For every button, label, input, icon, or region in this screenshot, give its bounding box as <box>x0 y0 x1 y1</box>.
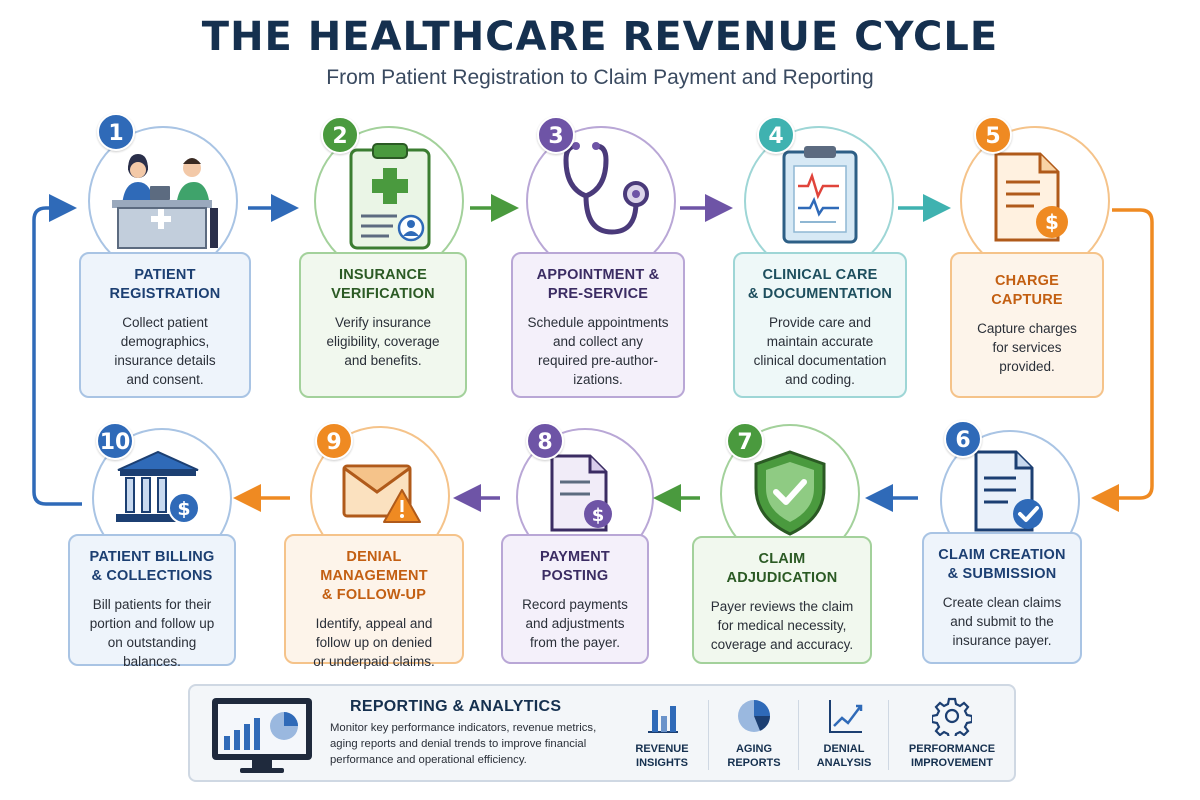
envelope-warning-icon <box>342 464 421 523</box>
reporting-title: REPORTING & ANALYTICS <box>350 698 562 715</box>
arrow-10-to-1 <box>32 194 82 506</box>
reporting-analytics-panel: REPORTING & ANALYTICS Monitor key perfor… <box>188 684 1016 782</box>
step-9-description: Identify, appeal and follow up on denied… <box>313 616 435 669</box>
svg-text:$: $ <box>592 505 605 526</box>
monitor-dashboard-icon <box>212 698 312 773</box>
step-5-title: CHARGE CAPTURE <box>991 273 1063 308</box>
bar-chart-icon <box>648 706 678 733</box>
step-10-title: PATIENT BILLING & COLLECTIONS <box>89 549 215 584</box>
step-5-number-badge: 5 <box>974 116 1012 154</box>
step-3-number-badge: 3 <box>537 116 575 154</box>
patient-registration-icon <box>112 154 218 249</box>
kpi-label: PERFORMANCE IMPROVEMENT <box>908 743 996 769</box>
kpi-performance-improvement: PERFORMANCE IMPROVEMENT <box>892 696 1012 776</box>
step-2-description: Verify insurance eligibility, coverage a… <box>326 315 440 368</box>
step-3-title: APPOINTMENT & PRE-SERVICE <box>536 267 660 302</box>
step-6-title: CLAIM CREATION & SUBMISSION <box>938 547 1066 582</box>
svg-text:$: $ <box>1045 210 1059 234</box>
line-chart-icon <box>829 700 863 733</box>
step-7-title: CLAIM ADJUDICATION <box>726 551 838 586</box>
step-1-number-badge: 1 <box>97 113 135 151</box>
reporting-description: Monitor key performance indicators, reve… <box>330 722 597 766</box>
step-4-description: Provide care and maintain accurate clini… <box>753 315 887 387</box>
clipboard-insurance-icon <box>349 143 431 250</box>
step-5-description: Capture charges for services provided. <box>977 321 1077 374</box>
step-1-title: PATIENT REGISTRATION <box>109 267 221 302</box>
step-8-description: Record payments and adjustments from the… <box>522 597 628 650</box>
arrow-5-to-6 <box>1091 208 1154 512</box>
shield-check-icon <box>754 450 826 536</box>
kpi-denial-analysis: DENIAL ANALYSIS <box>802 696 886 776</box>
kpi-divider <box>708 700 709 770</box>
step-6-number-badge: 6 <box>944 420 982 458</box>
document-dollar-icon: $ <box>550 454 612 532</box>
step-5-card: CHARGE CAPTURE Capture charges for servi… <box>950 252 1104 398</box>
step-3-description: Schedule appointments and collect any re… <box>527 315 669 387</box>
kpi-divider <box>798 700 799 770</box>
document-dollar-icon: $ <box>994 152 1068 242</box>
step-8-number-badge: 8 <box>526 422 564 460</box>
kpi-label: DENIAL ANALYSIS <box>816 743 872 769</box>
step-4-card: CLINICAL CARE & DOCUMENTATION Provide ca… <box>733 252 907 398</box>
step-9-card: DENIAL MANAGEMENT & FOLLOW-UP Identify, … <box>284 534 464 669</box>
kpi-revenue-insights: REVENUE INSIGHTS <box>620 696 704 776</box>
step-6-description: Create clean claims and submit to the in… <box>942 595 1062 648</box>
clipboard-chart-icon <box>782 146 858 244</box>
page-subtitle: From Patient Registration to Claim Payme… <box>326 66 874 89</box>
step-2-number-badge: 2 <box>321 116 359 154</box>
step-4-title: CLINICAL CARE & DOCUMENTATION <box>747 267 893 302</box>
page-title: THE HEALTHCARE REVENUE CYCLE <box>201 14 999 60</box>
step-9-title: DENIAL MANAGEMENT & FOLLOW-UP <box>320 549 428 603</box>
step-7-description: Payer reviews the claim for medical nece… <box>710 599 854 652</box>
stethoscope-icon <box>563 142 649 235</box>
step-7-card: CLAIM ADJUDICATION Payer reviews the cla… <box>692 536 872 664</box>
kpi-label: AGING REPORTS <box>727 743 781 769</box>
step-7-number-badge: 7 <box>726 422 764 460</box>
document-check-icon <box>974 450 1043 532</box>
step-10-card: PATIENT BILLING & COLLECTIONS Bill patie… <box>68 534 236 669</box>
step-9-number-badge: 9 <box>315 422 353 460</box>
step-8-card: PAYMENT POSTING Record payments and adju… <box>501 534 649 664</box>
pie-chart-icon <box>738 700 770 732</box>
step-1-description: Collect patient demographics, insurance … <box>114 315 216 387</box>
step-4-number-badge: 4 <box>757 116 795 154</box>
step-10-number-badge: 10 <box>96 422 134 460</box>
step-6-card: CLAIM CREATION & SUBMISSION Create clean… <box>922 532 1082 664</box>
bank-dollar-icon: $ <box>116 450 200 524</box>
step-1-card: PATIENT REGISTRATION Collect patient dem… <box>79 252 251 398</box>
kpi-aging-reports: AGING REPORTS <box>712 696 796 776</box>
step-3-card: APPOINTMENT & PRE-SERVICE Schedule appoi… <box>511 252 685 398</box>
gear-icon <box>932 697 972 736</box>
kpi-divider <box>888 700 889 770</box>
step-2-card: INSURANCE VERIFICATION Verify insurance … <box>299 252 467 398</box>
step-8-title: PAYMENT POSTING <box>540 549 610 584</box>
step-10-description: Bill patients for their portion and foll… <box>89 597 215 669</box>
svg-text:$: $ <box>177 498 190 520</box>
kpi-label: REVENUE INSIGHTS <box>635 743 689 769</box>
step-2-title: INSURANCE VERIFICATION <box>331 267 435 302</box>
